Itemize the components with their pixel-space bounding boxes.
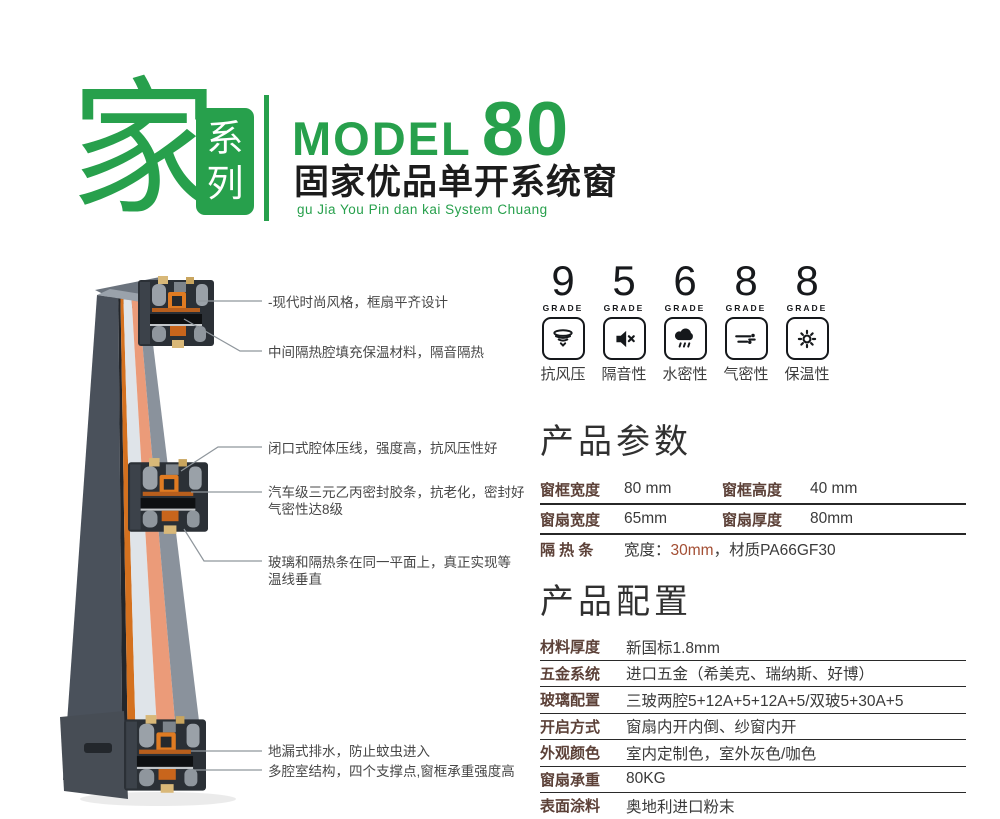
grade-label: 隔音性 <box>601 366 647 383</box>
config-value: 三玻两腔5+12A+5+12A+5/双玻5+30A+5 <box>626 692 904 710</box>
grade-label: 水密性 <box>662 366 708 383</box>
series-badge: 系 列 <box>196 108 254 215</box>
callout-modern-style: -现代时尚风格，框扇平齐设计 <box>268 295 448 310</box>
table-row: 外观颜色 室内定制色，室外灰色/咖色 <box>540 740 966 767</box>
config-label: 表面涂料 <box>540 798 601 816</box>
table-row: 开启方式 窗扇内开内倒、纱窗内开 <box>540 714 966 740</box>
grade-value: 6 <box>673 257 697 304</box>
param-value: 65mm <box>624 510 668 527</box>
wind-icon <box>724 317 768 360</box>
parameters-title: 产品参数 <box>540 423 692 461</box>
config-value: 奥地利进口粉末 <box>626 798 735 816</box>
grade-sound-insulation: 5 GRADE 隔音性 <box>595 260 653 384</box>
grade-water-tightness: 6 GRADE 水密性 <box>656 260 714 384</box>
param-value: 80 mm <box>624 480 672 497</box>
grade-value: 9 <box>551 257 575 304</box>
product-subtitle: gu Jia You Pin dan kai System Chuang <box>297 202 548 217</box>
product-configuration-section: 产品配置 材料厚度 新国标1.8mm 五金系统 进口五金（希美克、瑞纳斯、好博）… <box>540 574 966 819</box>
param-label: 窗扇厚度 <box>722 511 783 529</box>
product-title: 固家优品单开系统窗 <box>294 163 619 202</box>
param-value: 80mm <box>810 510 854 527</box>
config-value: 窗扇内开内倒、纱窗内开 <box>626 719 797 737</box>
grade-wind-pressure: 9 GRADE 抗风压 <box>534 260 592 384</box>
config-value: 新国标1.8mm <box>626 639 720 657</box>
param-value: 40 mm <box>810 480 858 497</box>
callout-isotherm-alignment: 玻璃和隔热条在同一平面上，真正实现等温线垂直 <box>268 555 511 587</box>
highlighted-value: 30mm <box>670 542 714 559</box>
grade-air-tightness: 8 GRADE 气密性 <box>717 260 775 384</box>
table-row: 隔 热 条 宽度：30mm，材质PA66GF30 <box>540 535 966 563</box>
grade-unit: GRADE <box>786 303 828 313</box>
config-label: 玻璃配置 <box>540 692 601 710</box>
model-number: 80 <box>481 87 571 172</box>
table-row: 窗框宽度 80 mm 窗框高度 40 mm <box>540 475 966 505</box>
table-row: 五金系统 进口五金（希美克、瑞纳斯、好博） <box>540 661 966 687</box>
param-label: 窗扇宽度 <box>540 511 601 529</box>
performance-grades: 9 GRADE 抗风压 5 GRADE 隔音性 <box>534 260 836 384</box>
table-row: 窗扇宽度 65mm 窗扇厚度 80mm <box>540 505 966 535</box>
header-divider <box>264 95 269 221</box>
series-badge-char-bottom: 列 <box>206 162 244 204</box>
config-label: 窗扇承重 <box>540 771 601 789</box>
table-row: 表面涂料 奥地利进口粉末 <box>540 793 966 819</box>
callout-insulation-cavity: 中间隔热腔填充保温材料，隔音隔热 <box>268 345 484 360</box>
grade-value: 5 <box>612 257 636 304</box>
model-title: MODEL 80 <box>292 86 570 173</box>
speaker-mute-icon <box>602 317 646 360</box>
grade-value: 8 <box>734 257 758 304</box>
grade-unit: GRADE <box>542 303 584 313</box>
param-label: 窗框宽度 <box>540 481 601 499</box>
configuration-title: 产品配置 <box>540 583 692 621</box>
config-label: 材料厚度 <box>540 639 601 657</box>
sun-icon <box>785 317 829 360</box>
param-label: 窗框高度 <box>722 481 783 499</box>
table-row: 玻璃配置 三玻两腔5+12A+5+12A+5/双玻5+30A+5 <box>540 687 966 714</box>
product-parameters-section: 产品参数 窗框宽度 80 mm 窗框高度 40 mm 窗扇宽度 65mm 窗扇厚… <box>540 414 966 563</box>
brand-logo-character: 家 <box>70 67 218 232</box>
grade-unit: GRADE <box>725 303 767 313</box>
grade-value: 8 <box>795 257 819 304</box>
config-label: 五金系统 <box>540 665 601 683</box>
grade-unit: GRADE <box>603 303 645 313</box>
param-value: 宽度：30mm，材质PA66GF30 <box>624 542 836 559</box>
config-value: 80KG <box>626 770 666 788</box>
grade-label: 气密性 <box>723 366 769 383</box>
tornado-icon <box>541 317 585 360</box>
model-word: MODEL <box>292 112 472 165</box>
window-profile-illustration <box>60 276 236 806</box>
callout-multi-chamber: 多腔室结构，四个支撑点,窗框承重强度高 <box>268 764 515 779</box>
table-row: 窗扇承重 80KG <box>540 767 966 793</box>
config-value: 室内定制色，室外灰色/咖色 <box>626 745 817 763</box>
param-label: 隔 热 条 <box>540 541 594 559</box>
table-row: 材料厚度 新国标1.8mm <box>540 634 966 661</box>
grade-label: 保温性 <box>784 366 830 383</box>
grade-thermal-insulation: 8 GRADE 保温性 <box>778 260 836 384</box>
callout-epdm-seal: 汽车级三元乙丙密封胶条，抗老化，密封好气密性达8级 <box>268 485 525 517</box>
config-label: 外观颜色 <box>540 745 601 763</box>
callout-drainage: 地漏式排水，防止蚊虫进入 <box>268 744 430 759</box>
grade-label: 抗风压 <box>540 366 586 383</box>
grade-unit: GRADE <box>664 303 706 313</box>
series-badge-char-top: 系 <box>206 117 244 159</box>
rain-cloud-icon <box>663 317 707 360</box>
config-label: 开启方式 <box>540 718 601 736</box>
config-value: 进口五金（希美克、瑞纳斯、好博） <box>626 666 875 684</box>
callout-closed-cavity-bead: 闭口式腔体压线，强度高，抗风压性好 <box>268 441 498 456</box>
